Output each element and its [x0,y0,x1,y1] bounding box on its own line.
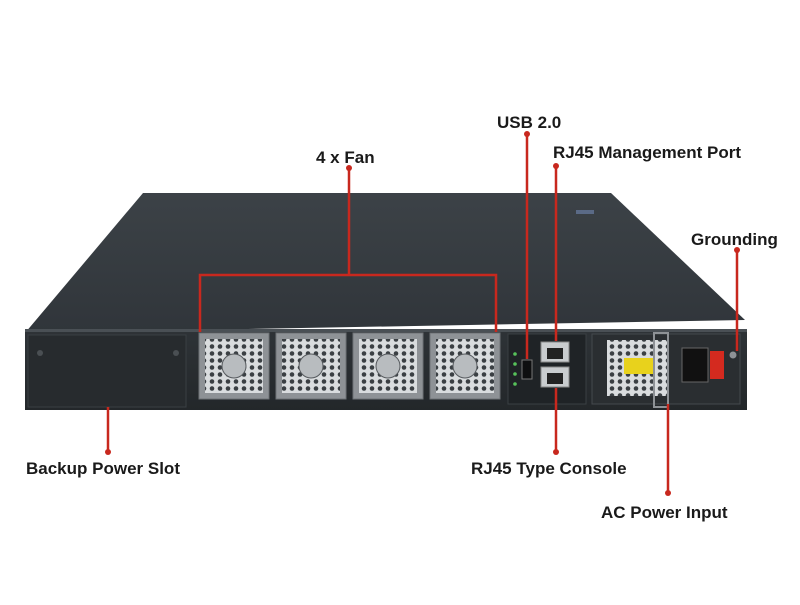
power-switch [710,351,724,379]
chassis-top [25,193,745,333]
fan-module-2 [275,332,347,400]
label-fan: 4 x Fan [316,148,375,167]
psu-handle [653,332,669,408]
warning-label [624,358,654,374]
backup-power-slot [27,334,187,408]
fan-modules [198,332,501,400]
usb-port [521,359,533,380]
screw [37,350,43,356]
callout-dots [105,131,740,496]
status-leds [513,352,517,386]
fan-module-3 [352,332,424,400]
grounding-screw [729,351,737,359]
label-rj45-management: RJ45 Management Port [553,143,741,162]
fan-module-4 [429,332,501,400]
label-grounding: Grounding [691,230,778,249]
top-sticker [576,210,594,214]
label-rj45-console: RJ45 Type Console [471,459,627,478]
label-backup-power: Backup Power Slot [26,459,180,478]
callouts [106,136,739,491]
screw [173,350,179,356]
label-ac-power: AC Power Input [601,503,728,522]
fan-module-1 [198,332,270,400]
ac-power-inlet [681,347,709,383]
label-usb: USB 2.0 [497,113,562,132]
